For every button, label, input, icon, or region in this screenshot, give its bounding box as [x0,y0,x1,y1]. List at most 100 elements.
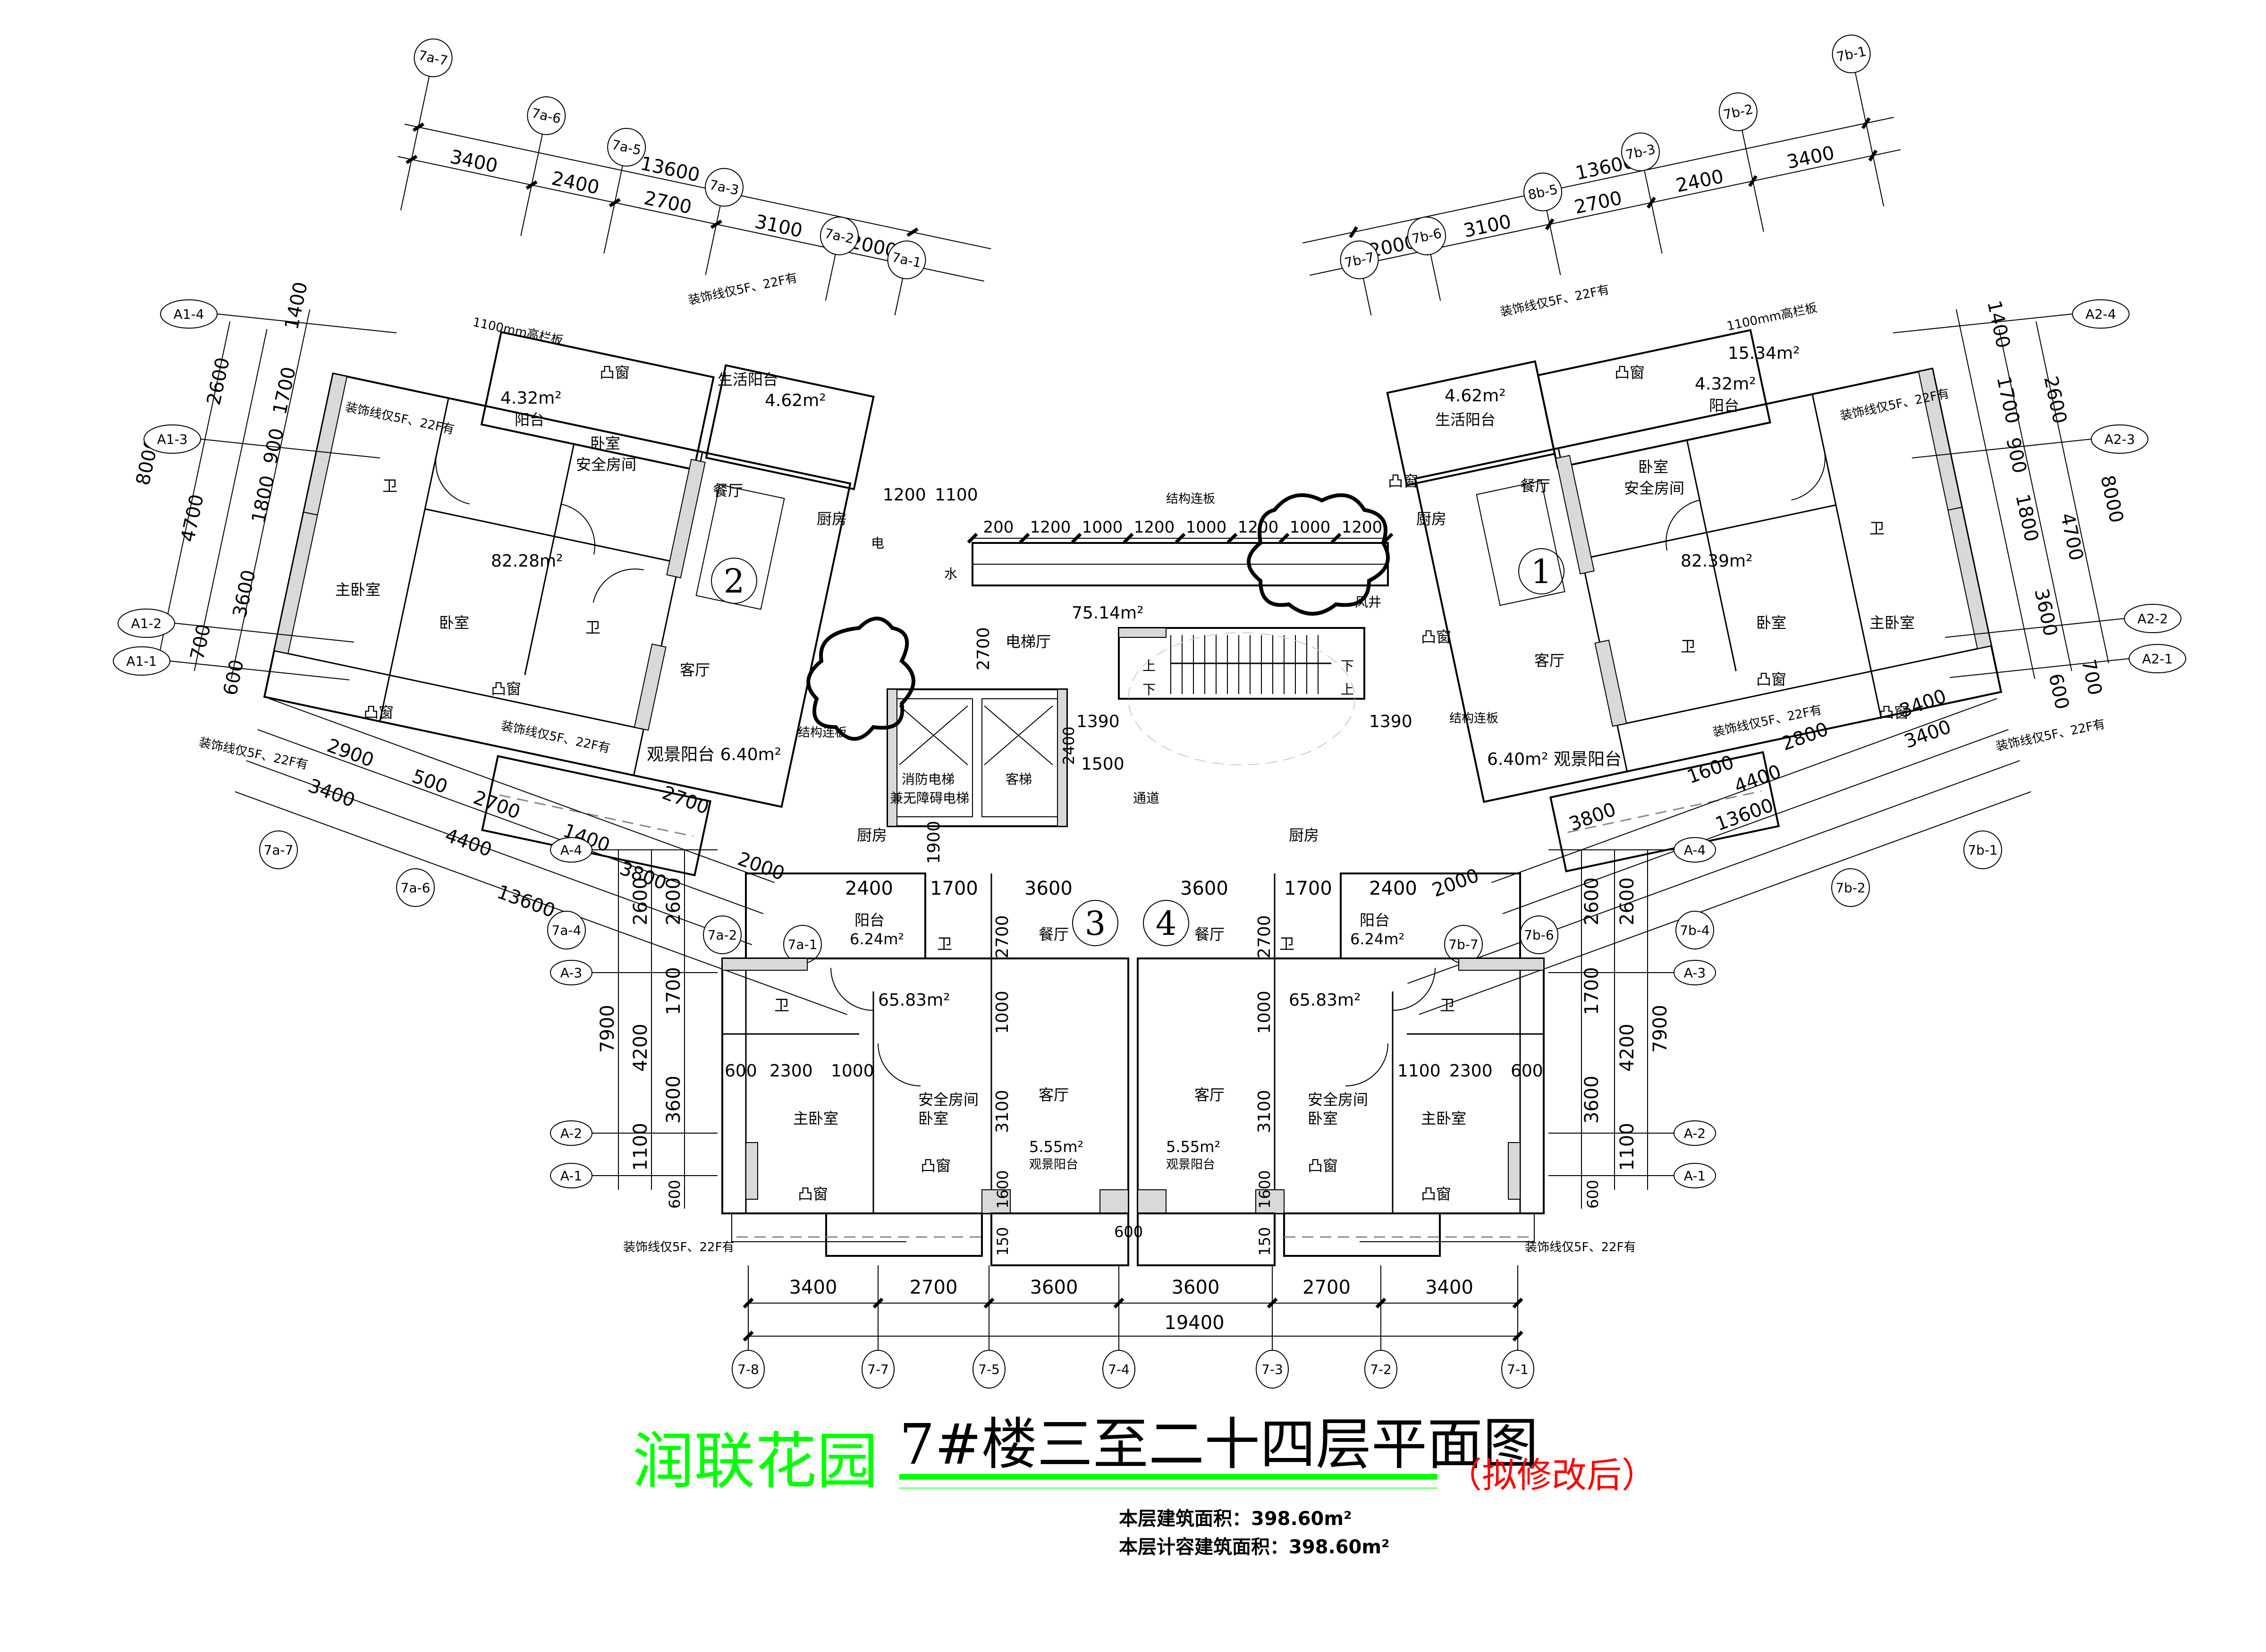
axis-bubble-right-1-circle [2091,424,2148,454]
u3-kitchen-label: 厨房 [857,826,887,844]
u2-left-dim-600: 600 [220,658,248,697]
axis-bubble-mid-left-0-label: 7a-7 [264,842,294,858]
axis-bubble-top-left-2: 7a-5 [607,127,646,167]
axis-line [894,278,904,315]
u1-right-dim-1700: 1700 [1992,374,2023,426]
u4-vert-2700: 2700 [1255,915,1274,958]
axis-bubble-right-3-circle [2129,644,2186,673]
axis-line [1949,658,2130,678]
axis-bubble-bottom-6: 7-1 [1501,1350,1534,1389]
dimension-tick [1330,533,1342,544]
u2-bedroom-label: 卧室 [439,614,469,632]
u3-bedroom-label: 卧室 [918,1110,948,1127]
note-railing-u1: 1100mm高栏板 [1725,301,1818,334]
core-top-dim-4: 1000 [1186,518,1227,537]
stair-down-2: 下 [1142,682,1156,697]
u1-right-dim-8000: 8000 [2096,474,2127,525]
axis-bubble-top-left-5-circle [887,240,926,280]
axis-bubble-mid-left-4-label: 7a-1 [788,937,818,952]
lr-3600: 3600 [1581,1076,1603,1124]
axis-bubble-lower-right-1-label: A-3 [1684,965,1706,981]
axis-bubble-right-3: A2-1 [2129,644,2186,673]
axis-bubble-mid-left-3: 7a-2 [703,915,742,954]
axis-line [169,661,350,680]
u4-bay-window-1: 凸窗 [1421,1185,1451,1203]
axis-bubble-mid-left-3-circle [703,915,742,954]
ll-1700: 1700 [663,967,685,1015]
u1-right-dim-1400: 1400 [1983,299,2014,350]
dimension-tick [710,220,722,229]
u3-vert-150: 150 [994,1227,1012,1256]
axis-bubble-lower-right-0-label: A-4 [1684,842,1706,858]
axis-bubble-left-3-circle [113,646,170,676]
axis-bubble-top-left-4: 7a-2 [820,216,859,255]
axis-bubble-lower-right-0-circle [1674,837,1716,863]
lr-2600a: 2600 [1581,877,1603,925]
axis-bubble-lower-right-2-label: A-2 [1684,1126,1706,1141]
core-1200: 1200 [883,485,926,505]
axis-bubble-top-right-1: 7b-6 [1407,216,1446,255]
unit-1-number: 1 [1531,552,1552,591]
u4-inner-600: 600 [1511,1061,1543,1081]
axis-bubble-right-2-circle [2124,604,2181,633]
axis-bubble-lower-left-3-circle [550,1163,592,1188]
u3-bay-window-1: 凸窗 [798,1185,828,1203]
u4-bath-1-label: 卫 [1279,935,1294,953]
u2-master-bedroom-label: 主卧室 [335,581,380,599]
ll-600: 600 [666,1180,684,1209]
dim-bottom-part-5: 3400 [1425,1277,1473,1298]
dim-bottom-part-4: 2700 [1302,1277,1351,1298]
dimension-tick [906,227,919,237]
axis-bubble-left-0-label: A1-4 [174,306,204,322]
u1-safe-room-bedroom-label: 卧室 [1638,458,1668,476]
u1-utility-balcony-area: 4.62m² [1445,386,1506,406]
core-top-dim-3: 1200 [1134,518,1175,537]
u1-bath-1-label: 卫 [1869,519,1885,537]
u2-left-dim-1700: 1700 [269,365,300,416]
axis-bubble-top-right-3: 7b-3 [1621,132,1660,171]
hall-depth: 2700 [974,627,993,670]
dimension-tick [406,154,418,164]
center-600: 600 [1114,1223,1143,1241]
axis-bubble-top-right-5-circle [1832,34,1871,74]
axis-bubble-lower-left-2-circle [550,1120,592,1146]
axis-bubble-right-3-label: A2-1 [2142,651,2173,667]
u1-bottom-3400b: 3400 [1902,716,1954,753]
core-top-dim-7: 1200 [1342,518,1383,537]
axis-bubble-mid-right-4: 7b-1 [1963,830,2002,869]
axis-bubble-right-2: A2-2 [2124,604,2181,633]
axis-bubble-top-left-2-circle [607,127,646,167]
axis-bubble-top-left-0: 7a-7 [414,38,453,77]
note-decor-line-8: 装饰线仅5F、22F有 [1995,717,2106,754]
dimension-tick [1545,218,1555,230]
axis-bubble-bottom-6-circle [1501,1350,1534,1389]
axis-bubble-mid-left-3-label: 7a-2 [708,927,737,943]
u4-master-bedroom-label: 主卧室 [1421,1110,1466,1127]
axis-bubble-top-right-2-circle [1523,172,1563,212]
u2-bottom-2700b: 2700 [660,782,712,819]
axis-bubble-top-right-1-circle [1407,216,1446,255]
u4-bedroom-label: 卧室 [1308,1110,1338,1127]
unit-3-number-badge: 3 [1072,900,1118,946]
dimension-tick [1019,533,1030,544]
dimension-tick [1375,1297,1387,1309]
electric-shaft-label: 电 [871,535,884,551]
axis-bubble-top-left-0-circle [414,38,453,77]
note-decor-line-4: 装饰线仅5F、22F有 [687,271,799,308]
axis-bubble-left-2-circle [118,609,175,638]
note-decor-line-3: 装饰线仅5F、22F有 [344,400,456,437]
core-top-dim-2: 1000 [1082,518,1123,537]
axis-bubble-left-2: A1-2 [118,609,175,638]
axis-bubble-mid-right-4-circle [1963,830,2002,869]
axis-bubble-mid-left-0: 7a-7 [259,830,298,869]
axis-bubble-mid-right-3-label: 7b-2 [1835,880,1866,896]
axis-bubble-lower-left-1-circle [550,960,592,985]
elevator-2400: 2400 [1060,727,1078,765]
axis-bubble-top-left-4-circle [820,216,859,255]
axis-bubble-bottom-1-circle [862,1350,895,1389]
u1-master-bedroom-label: 主卧室 [1869,614,1915,632]
lr-4200: 4200 [1616,1024,1638,1072]
u3-vert-1000: 1000 [993,991,1012,1034]
u4-balcony-area: 6.24m² [1350,930,1404,948]
